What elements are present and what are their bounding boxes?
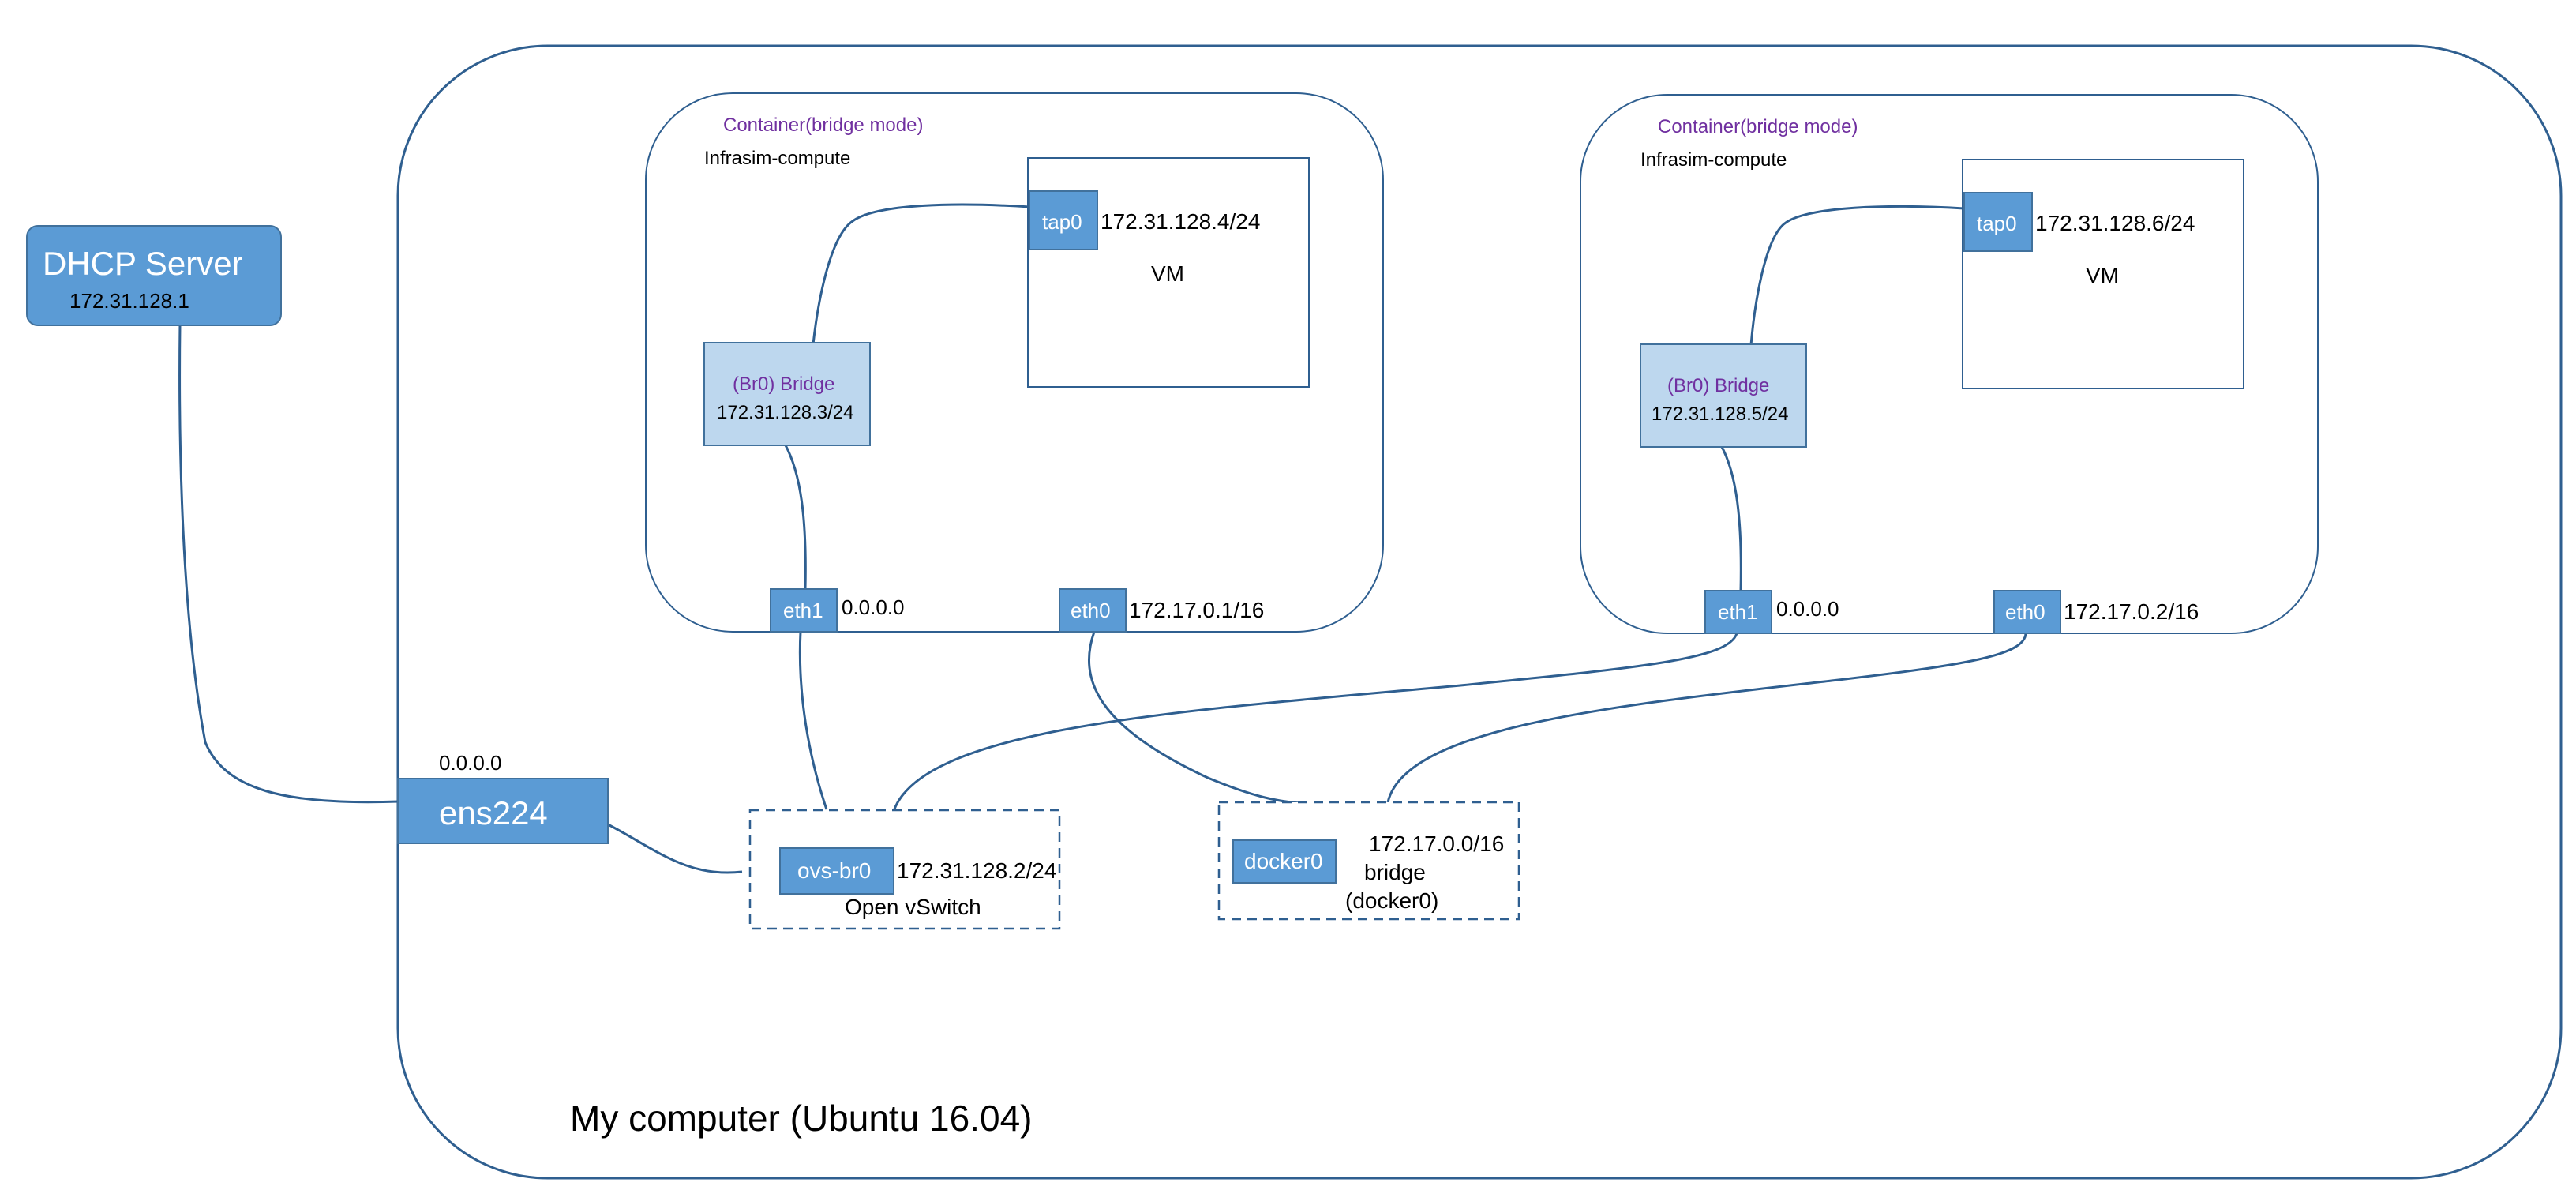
- wire-eth0-docker-1: [1088, 631, 1300, 805]
- eth1-2-interface: [1704, 590, 1772, 634]
- bridge-2-ip: 172.31.128.5/24: [1652, 404, 1789, 425]
- wire-eth1-ovs-2: [892, 633, 1738, 812]
- vm-1-label: VM: [1151, 261, 1184, 286]
- bridge-1-ip: 172.31.128.3/24: [717, 402, 854, 423]
- ens224-label: ens224: [439, 794, 548, 831]
- tap0-1-ip: 172.31.128.4/24: [1101, 209, 1260, 234]
- wire-tap0-bridge-1: [812, 203, 1030, 345]
- tap0-2-label: tap0: [1977, 212, 2017, 235]
- wire-bridge-eth1-1: [783, 443, 807, 590]
- eth1-1-ip: 0.0.0.0: [842, 595, 905, 619]
- tap0-2-ip: 172.31.128.6/24: [2035, 211, 2195, 235]
- bridge-1-node: [703, 342, 871, 446]
- docker0-label: docker0: [1244, 849, 1323, 873]
- eth1-2-ip: 0.0.0.0: [1776, 597, 1839, 621]
- dhcp-server-title: DHCP Server: [43, 245, 243, 282]
- eth0-2-ip: 172.17.0.2/16: [2064, 599, 2199, 624]
- eth1-1-label: eth1: [783, 599, 823, 622]
- bridge-1-label: (Br0) Bridge: [733, 374, 834, 395]
- tap0-1-interface: [1029, 190, 1098, 250]
- host-title: My computer (Ubuntu 16.04): [570, 1098, 1033, 1139]
- eth1-1-interface: [770, 588, 838, 633]
- ens224-interface: [397, 778, 609, 844]
- eth0-1-ip: 172.17.0.1/16: [1129, 598, 1264, 622]
- vm-2-label: VM: [2086, 263, 2119, 287]
- ovs-ip: 172.31.128.2/24: [897, 858, 1056, 883]
- wire-bridge-eth1-2: [1719, 445, 1742, 591]
- docker-bridge-line1: bridge: [1364, 860, 1426, 884]
- container-1-name: Infrasim-compute: [704, 148, 850, 169]
- ovs-br0-label: ovs-br0: [797, 858, 871, 883]
- docker-bridge-line2: (docker0): [1345, 888, 1438, 913]
- ovs-br0-port: [779, 847, 894, 895]
- dhcp-server-ip: 172.31.128.1: [69, 289, 189, 313]
- tap0-1-label: tap0: [1042, 210, 1082, 234]
- eth0-1-label: eth0: [1071, 599, 1111, 622]
- bridge-2-label: (Br0) Bridge: [1667, 375, 1769, 396]
- docker0-port: [1232, 839, 1337, 884]
- tap0-2-interface: [1963, 192, 2033, 252]
- container-2-mode: Container(bridge mode): [1658, 116, 1858, 137]
- connection-wires: [178, 203, 2027, 874]
- eth0-2-interface: [1993, 590, 2061, 634]
- container-2-name: Infrasim-compute: [1640, 149, 1787, 171]
- wire-eth0-docker-2: [1386, 633, 2027, 803]
- dhcp-server-node: [26, 225, 282, 326]
- eth0-2-label: eth0: [2005, 600, 2045, 624]
- eth1-2-label: eth1: [1718, 600, 1758, 624]
- wire-dhcp-ens224: [178, 323, 399, 804]
- wire-ens224-ovs: [607, 823, 743, 874]
- ovs-title: Open vSwitch: [845, 895, 981, 919]
- ens224-ip: 0.0.0.0: [439, 751, 502, 775]
- docker-ip: 172.17.0.0/16: [1369, 831, 1504, 856]
- container-1-mode: Container(bridge mode): [723, 114, 923, 136]
- bridge-2-node: [1640, 343, 1807, 448]
- wire-eth1-ovs-1: [798, 631, 828, 810]
- wire-tap0-bridge-2: [1749, 205, 1965, 346]
- eth0-1-interface: [1059, 588, 1127, 633]
